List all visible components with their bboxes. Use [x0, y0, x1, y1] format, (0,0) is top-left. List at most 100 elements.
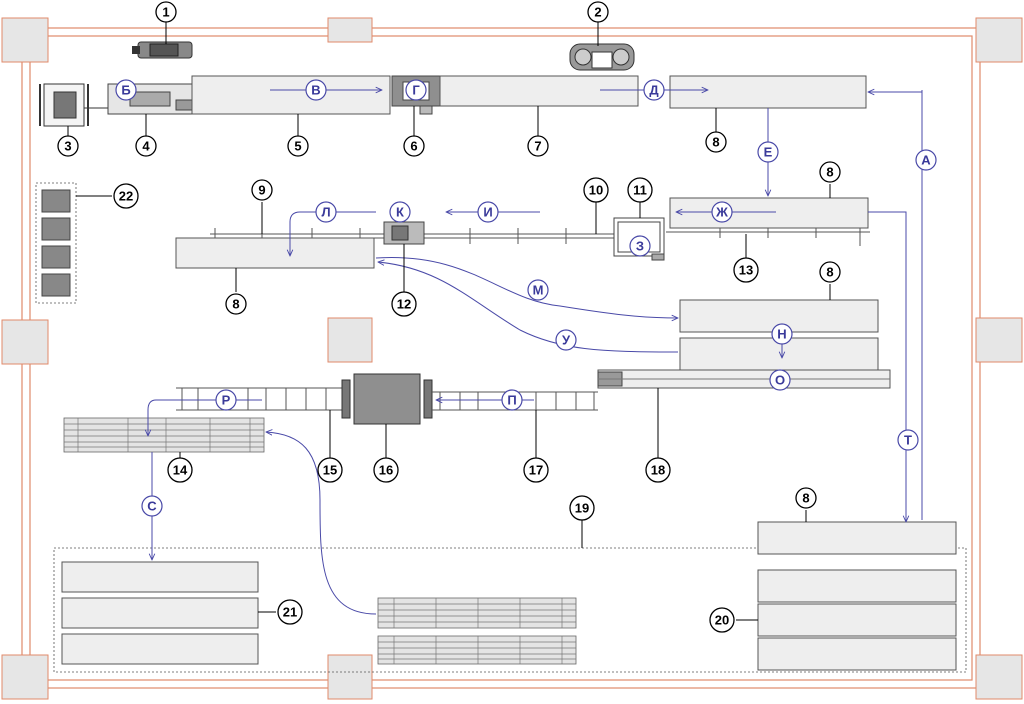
storage-21-row — [61, 633, 259, 665]
svg-text:10: 10 — [589, 183, 603, 198]
svg-text:16: 16 — [379, 463, 393, 478]
svg-text:В: В — [311, 83, 320, 98]
callout-2: 2 — [587, 1, 609, 23]
callout-22: 22 — [113, 183, 139, 209]
svg-text:Р: Р — [222, 393, 231, 408]
stage-callouts: А Б В Г Д Е Ж З И К Л М Н О П Р С Т У — [115, 79, 937, 517]
svg-text:К: К — [396, 205, 404, 220]
svg-text:Н: Н — [777, 327, 786, 342]
conveyor-18 — [597, 369, 891, 389]
svg-text:9: 9 — [258, 183, 265, 198]
unwinder-3 — [39, 83, 108, 127]
stage-Н: Н — [771, 323, 793, 345]
stage-М: М — [527, 279, 549, 301]
column — [975, 654, 1023, 700]
callout-5: 5 — [287, 135, 309, 157]
svg-text:Г: Г — [412, 83, 420, 98]
stack-area-22 — [35, 182, 77, 304]
svg-text:О: О — [775, 373, 785, 388]
stage-У: У — [555, 329, 577, 351]
callout-18: 18 — [645, 457, 671, 483]
stage-Ж: Ж — [711, 201, 733, 223]
callout-13: 13 — [733, 257, 759, 283]
callout-9: 9 — [251, 179, 273, 201]
storage-20-row — [757, 603, 957, 637]
column — [1, 17, 49, 63]
storage-21-row — [61, 597, 259, 629]
number-callouts: 1 2 3 4 5 6 7 8 22 9 10 11 8 8 12 13 8 1… — [57, 1, 841, 633]
cutter-12 — [383, 221, 425, 245]
callout-20: 20 — [709, 607, 735, 633]
roller-conveyor-15 — [176, 387, 346, 411]
buffer-8-right-1 — [679, 299, 879, 333]
svg-text:8: 8 — [826, 165, 833, 180]
stage-А: А — [915, 149, 937, 171]
callout-14: 14 — [167, 457, 193, 483]
roller-conveyor-13 — [666, 228, 870, 246]
svg-text:11: 11 — [633, 183, 647, 198]
column — [1, 654, 49, 700]
buffer-8-mid — [669, 197, 869, 229]
callout-11: 11 — [627, 177, 653, 203]
column — [1, 319, 49, 365]
building-columns — [1, 17, 1023, 700]
stack-14 — [63, 417, 265, 453]
svg-text:6: 6 — [410, 139, 417, 154]
line-5 — [191, 75, 391, 115]
column — [975, 317, 1023, 363]
stage-С: С — [141, 495, 163, 517]
svg-text:7: 7 — [534, 139, 541, 154]
leader-lines — [67, 22, 831, 621]
svg-text:8: 8 — [826, 265, 833, 280]
callout-15: 15 — [317, 457, 343, 483]
svg-text:8: 8 — [802, 491, 809, 506]
storage-20-row — [757, 637, 957, 671]
svg-text:15: 15 — [323, 463, 337, 478]
svg-text:Е: Е — [764, 145, 773, 160]
stage-И: И — [477, 201, 499, 223]
storage-20-row — [757, 569, 957, 603]
callout-17: 17 — [523, 457, 549, 483]
svg-text:И: И — [483, 205, 492, 220]
svg-text:П: П — [507, 393, 516, 408]
stage-К: К — [389, 201, 411, 223]
stage-З: З — [629, 235, 651, 257]
stage-Е: Е — [757, 141, 779, 163]
stage-Л: Л — [315, 201, 337, 223]
callout-6: 6 — [403, 135, 425, 157]
column — [975, 17, 1023, 63]
forklift-1 — [132, 41, 193, 59]
callout-19: 19 — [569, 495, 595, 521]
svg-text:Л: Л — [321, 205, 330, 220]
stage-Б: Б — [115, 79, 137, 101]
svg-text:1: 1 — [162, 5, 169, 20]
callout-3: 3 — [57, 135, 79, 157]
svg-text:14: 14 — [173, 463, 188, 478]
forklift-2 — [569, 43, 635, 71]
storage-21-row — [61, 561, 259, 593]
callout-16: 16 — [373, 457, 399, 483]
stage-Д: Д — [643, 79, 665, 101]
svg-text:У: У — [562, 333, 571, 348]
svg-text:22: 22 — [119, 189, 133, 204]
callout-8-left: 8 — [225, 293, 247, 315]
column — [327, 317, 373, 363]
press-16 — [341, 373, 433, 425]
svg-text:Т: Т — [904, 433, 912, 448]
svg-text:21: 21 — [283, 605, 297, 620]
svg-text:17: 17 — [529, 463, 543, 478]
stage-П: П — [501, 389, 523, 411]
callout-8-bottom: 8 — [795, 487, 817, 509]
svg-text:8: 8 — [712, 135, 719, 150]
finished-stacks — [377, 597, 577, 665]
stage-Р: Р — [215, 389, 237, 411]
svg-text:М: М — [533, 283, 544, 298]
svg-text:3: 3 — [64, 139, 71, 154]
stage-Т: Т — [897, 429, 919, 451]
callout-8-right: 8 — [819, 261, 841, 283]
storage-area-19 — [53, 547, 967, 673]
svg-text:Б: Б — [121, 83, 130, 98]
stage-О: О — [769, 369, 791, 391]
stage-Г: Г — [405, 79, 427, 101]
